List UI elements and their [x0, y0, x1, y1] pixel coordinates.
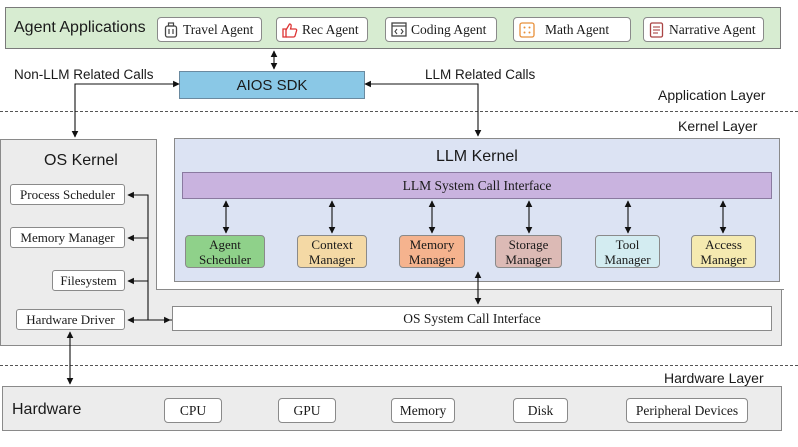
aios-sdk-box: AIOS SDK [179, 71, 365, 99]
filesystem-box: Filesystem [52, 270, 125, 291]
manager-line1: Agent [209, 237, 241, 252]
cpu-box: CPU [164, 398, 222, 423]
llm-kernel-panel [174, 138, 780, 282]
manager-line2: Manager [408, 252, 456, 267]
llm-system-call-interface: LLM System Call Interface [182, 172, 772, 199]
tool-manager-box: Tool Manager [595, 235, 660, 268]
os-kernel-title: OS Kernel [44, 152, 118, 169]
memory-box: Memory [391, 398, 455, 423]
coding-agent-box: Coding Agent [385, 17, 497, 42]
hardware-layer-label: Hardware Layer [664, 370, 764, 386]
os-system-call-interface: OS System Call Interface [172, 306, 772, 331]
agent-applications-title: Agent Applications [14, 19, 146, 36]
thumbs-up-icon [281, 21, 298, 38]
memory-manager-box: Memory Manager [10, 227, 125, 248]
layer-divider [0, 365, 798, 366]
agent-scheduler-box: Agent Scheduler [185, 235, 265, 268]
process-scheduler-box: Process Scheduler [10, 184, 125, 205]
llm-kernel-title: LLM Kernel [436, 148, 518, 165]
calculator-icon [518, 21, 535, 38]
agent-label: Travel Agent [183, 21, 254, 37]
manager-line1: Memory [409, 237, 455, 252]
manager-line1: Context [311, 237, 353, 252]
gpu-box: GPU [278, 398, 336, 423]
llm-calls-arrow [364, 80, 482, 137]
non-llm-calls-label: Non-LLM Related Calls [14, 67, 154, 82]
narrative-agent-box: Narrative Agent [643, 17, 764, 42]
manager-line2: Manager [505, 252, 552, 267]
agent-label: Math Agent [545, 21, 610, 37]
hardware-driver-box: Hardware Driver [16, 309, 125, 330]
context-manager-box: Context Manager [297, 235, 367, 268]
manager-line1: Storage [508, 237, 549, 252]
peripheral-devices-box: Peripheral Devices [626, 398, 748, 423]
travel-agent-box: Travel Agent [157, 17, 262, 42]
layer-divider [0, 111, 798, 112]
application-layer-label: Application Layer [658, 87, 766, 103]
hardware-title: Hardware [12, 401, 82, 418]
disk-box: Disk [513, 398, 568, 423]
llm-calls-label: LLM Related Calls [425, 67, 536, 82]
manager-line2: Manager [700, 252, 747, 267]
luggage-icon [162, 21, 179, 38]
math-agent-box: Math Agent [513, 17, 631, 42]
access-manager-box: Access Manager [691, 235, 756, 268]
kernel-layer-label: Kernel Layer [678, 118, 758, 134]
agent-label: Coding Agent [411, 21, 487, 37]
manager-line2: Manager [308, 252, 356, 267]
agent-label: Narrative Agent [669, 21, 756, 37]
agent-label: Rec Agent [302, 21, 359, 37]
rec-agent-box: Rec Agent [276, 17, 368, 42]
manager-line1: Access [705, 237, 742, 252]
manager-line2: Manager [604, 252, 651, 267]
manager-line2: Scheduler [199, 252, 251, 267]
memory-manager-llm-box: Memory Manager [399, 235, 465, 268]
notepad-icon [648, 21, 665, 38]
storage-manager-box: Storage Manager [495, 235, 562, 268]
manager-line1: Tool [615, 237, 640, 252]
code-window-icon [390, 21, 407, 38]
